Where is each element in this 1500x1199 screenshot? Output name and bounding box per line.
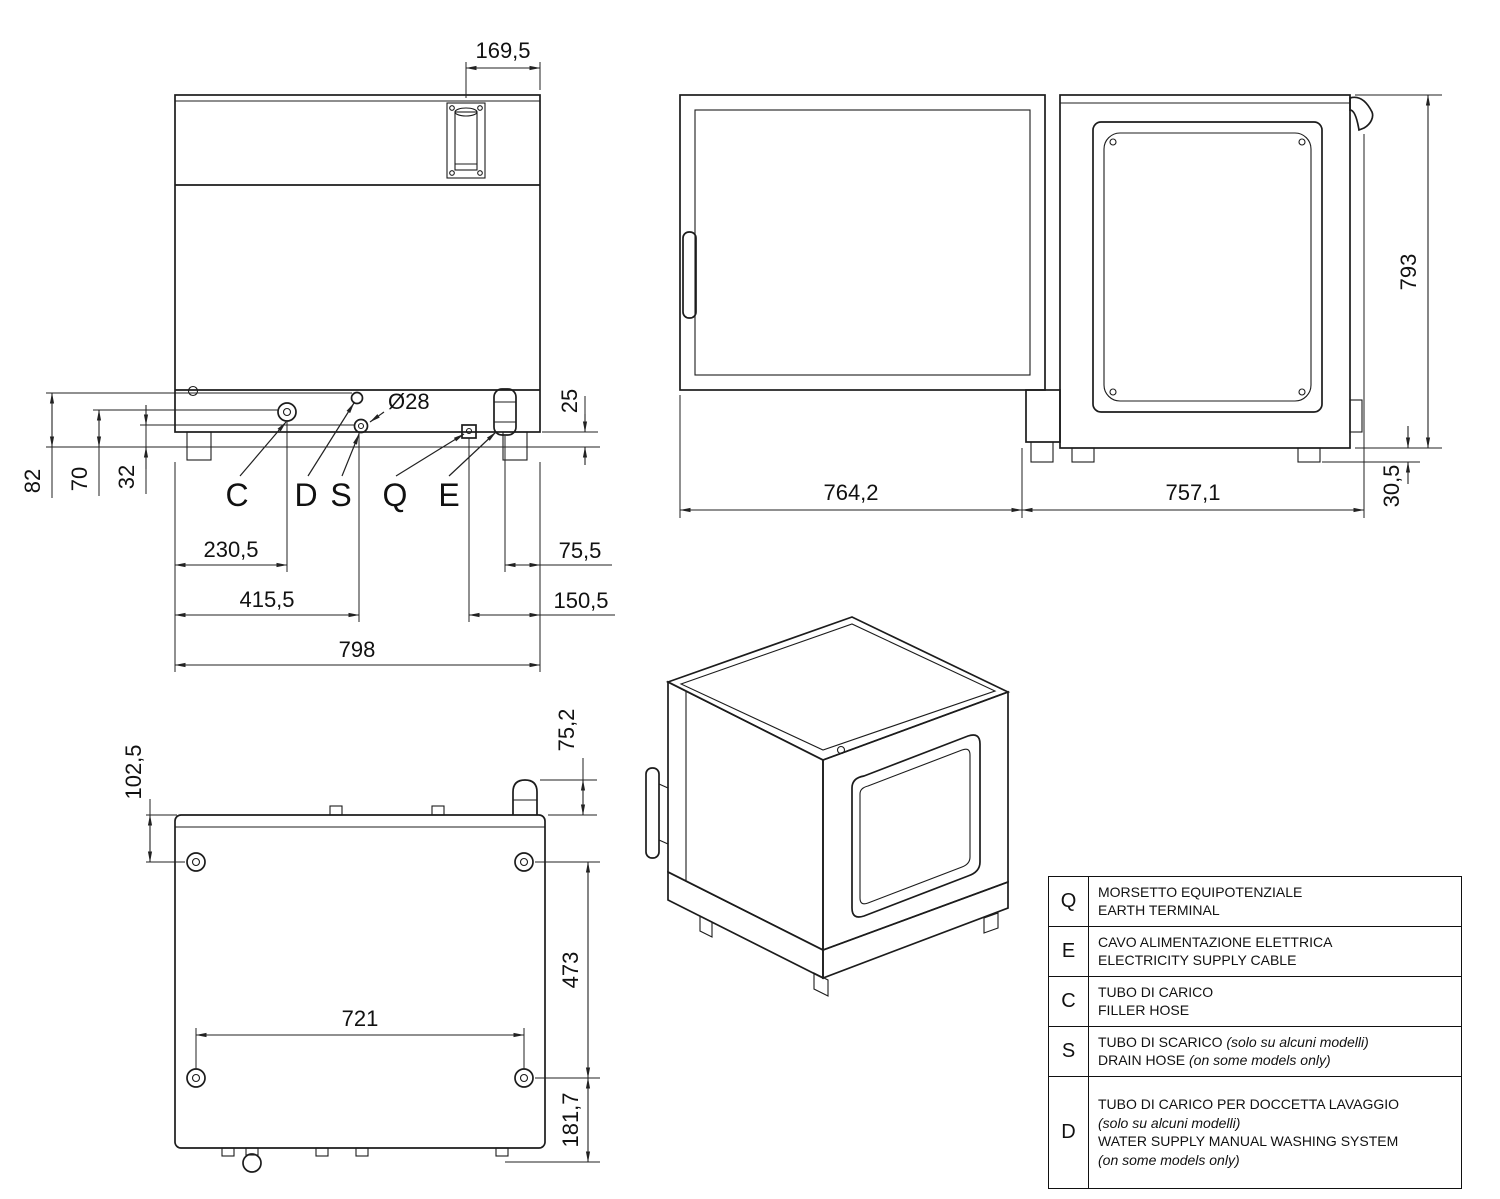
port-s-drain [353, 418, 369, 434]
legend-line: TUBO DI CARICO [1098, 983, 1214, 1000]
legend-row-e: E CAVO ALIMENTAZIONE ELETTRICA ELECTRICI… [1049, 925, 1461, 976]
dim-x-c: 230,5 [203, 537, 258, 562]
legend-letter-c: C [1049, 976, 1089, 1026]
screw-port [187, 385, 199, 397]
legend-line: EARTH TERMINAL [1098, 902, 1220, 919]
legend-row-q: Q MORSETTO EQUIPOTENZIALE EARTH TERMINAL [1049, 877, 1461, 926]
side-view: 793 30,5 764,2 757,1 [679, 94, 1442, 518]
legend-desc-d: TUBO DI CARICO PER DOCCETTA LAVAGGIO (so… [1089, 1077, 1461, 1188]
dim-x-q: 150,5 [553, 588, 608, 613]
dim-front-inset: 181,7 [558, 1092, 583, 1147]
door-handle [682, 231, 697, 319]
latch [1349, 399, 1363, 433]
legend-line: CAVO ALIMENTAZIONE ELETTRICA [1098, 933, 1333, 950]
port-letter-c: C [225, 477, 248, 513]
side-foot-right [1297, 447, 1321, 463]
front-foot-left [186, 431, 212, 461]
dim-total-width: 798 [339, 637, 376, 662]
side-foot-left [1071, 447, 1095, 463]
legend-letter-e: E [1049, 926, 1089, 976]
legend-desc-c: TUBO DI CARICO FILLER HOSE [1089, 977, 1461, 1026]
legend-desc-s: TUBO DI SCARICO (solo su alcuni modelli)… [1089, 1027, 1461, 1076]
legend-line: DRAIN HOSE (on some models only) [1098, 1052, 1331, 1069]
port-letter-e: E [438, 477, 459, 513]
dim-back-inset: 102,5 [121, 744, 146, 799]
dim-foot-width-span: 721 [342, 1006, 379, 1031]
legend-line: (on some models only) [1098, 1151, 1240, 1168]
port-letter-d: D [294, 477, 317, 513]
legend-row-c: C TUBO DI CARICO FILLER HOSE [1049, 975, 1461, 1026]
dim-foot-height: 30,5 [1379, 465, 1404, 508]
top-view: 102,5 75,2 473 721 181,7 [121, 709, 600, 1173]
legend-desc-q: MORSETTO EQUIPOTENZIALE EARTH TERMINAL [1089, 877, 1461, 926]
legend-line: FILLER HOSE [1098, 1002, 1190, 1019]
legend-line: TUBO DI CARICO PER DOCCETTA LAVAGGIO [1098, 1096, 1400, 1113]
filler-tube [446, 102, 486, 179]
legend-letter-q: Q [1049, 877, 1089, 926]
iso-door-handle [645, 767, 660, 859]
dim-gland-height: 25 [557, 389, 582, 413]
dim-port-diameter: Ø28 [388, 389, 430, 414]
dim-tube-protrusion: 75,2 [554, 709, 579, 752]
legend-line: (solo su alcuni modelli) [1098, 1114, 1241, 1131]
legend-letter-d: D [1049, 1076, 1089, 1188]
dim-total-height: 793 [1396, 254, 1421, 291]
legend-letter-s: S [1049, 1026, 1089, 1076]
legend-desc-e: CAVO ALIMENTAZIONE ELETTRICA ELECTRICITY… [1089, 927, 1461, 976]
dim-height-70: 70 [67, 467, 92, 491]
port-d-hole [350, 391, 364, 405]
front-foot-right [502, 431, 528, 461]
port-letter-q: Q [383, 477, 408, 513]
legend-row-s: S TUBO DI SCARICO (solo su alcuni modell… [1049, 1025, 1461, 1076]
port-c-filler [277, 402, 297, 422]
front-view: C D S Q E Ø28 169,5 82 70 32 25 [20, 38, 615, 672]
legend-table: Q MORSETTO EQUIPOTENZIALE EARTH TERMINAL… [1048, 876, 1462, 1189]
legend-line: MORSETTO EQUIPOTENZIALE [1098, 884, 1303, 900]
drain-outlet [242, 1153, 262, 1173]
dim-x-ds: 415,5 [239, 587, 294, 612]
dim-height-82: 82 [20, 469, 45, 493]
port-e-gland [493, 388, 517, 436]
dim-tube-offset: 169,5 [475, 38, 530, 63]
legend-row-d: D TUBO DI CARICO PER DOCCETTA LAVAGGIO (… [1049, 1075, 1461, 1188]
filler-tube-top [512, 779, 538, 815]
legend-line: WATER SUPPLY MANUAL WASHING SYSTEM [1098, 1133, 1399, 1150]
dim-door-depth: 764,2 [823, 480, 878, 505]
dim-foot-depth-span: 473 [558, 952, 583, 989]
port-letter-s: S [330, 477, 351, 513]
legend-line: TUBO DI SCARICO (solo su alcuni modelli) [1098, 1033, 1369, 1050]
legend-line: ELECTRICITY SUPPLY CABLE [1098, 952, 1297, 969]
handle-profile [1349, 96, 1374, 132]
isometric-view [645, 616, 1011, 997]
dim-height-32: 32 [114, 465, 139, 489]
dim-body-depth: 757,1 [1165, 480, 1220, 505]
dim-x-e: 75,5 [559, 538, 602, 563]
